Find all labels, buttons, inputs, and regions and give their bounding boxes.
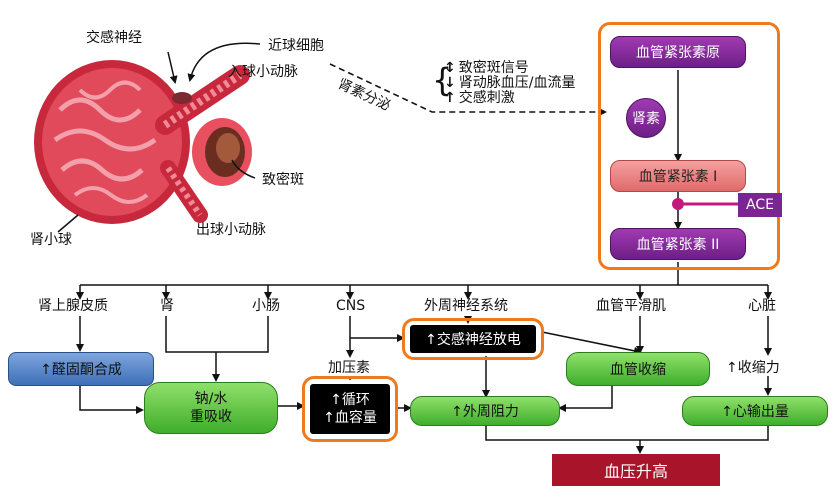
angiotensin2-box: 血管紧张素 II (610, 228, 746, 260)
label-efferent-arteriole: 出球小动脉 (196, 222, 266, 238)
target-vascular-smooth-muscle: 血管平滑肌 (596, 298, 666, 314)
stimulus-macula-densa: ↕致密斑信号 (444, 60, 529, 76)
angiotensinogen-box: 血管紧张素原 (610, 36, 746, 68)
target-cns: CNS (336, 298, 366, 314)
stimuli-brace: { (432, 61, 453, 99)
circulation-frame (302, 376, 398, 442)
cardiac-output-box: ↑心输出量 (682, 396, 828, 426)
target-peripheral-ns: 外周神经系统 (424, 298, 508, 314)
target-heart: 心脏 (748, 298, 776, 314)
angiotensin1-box: 血管紧张素 I (610, 160, 746, 192)
sodium-water-box: 钠/水 重吸收 (144, 382, 278, 434)
circulation-box: ↑循环 ↑血容量 (310, 384, 390, 434)
contractility-label: ↑收缩力 (726, 360, 780, 376)
label-macula-densa: 致密斑 (262, 172, 304, 188)
label-jg-cells: 近球细胞 (268, 38, 324, 54)
down-arrow-icon: ↓ (444, 75, 456, 91)
label-afferent-arteriole: 入球小动脉 (228, 64, 298, 80)
vasoconstriction-box: 血管收缩 (566, 352, 710, 386)
target-kidney: 肾 (160, 298, 174, 314)
target-adrenal-cortex: 肾上腺皮质 (38, 298, 108, 314)
bp-rise-box: 血压升高 (552, 454, 720, 486)
stimulus-renal-pressure: ↓肾动脉血压/血流量 (444, 75, 576, 91)
aldosterone-box: ↑醛固酮合成 (8, 352, 154, 386)
renin-circle: 肾素 (626, 98, 666, 138)
sympathetic-frame (402, 318, 544, 360)
up-arrow-icon: ↑ (444, 90, 456, 106)
sympathetic-discharge-box: ↑交感神经放电 (410, 325, 536, 353)
raas-frame (598, 22, 780, 270)
ace-box: ACE (738, 193, 782, 217)
label-sympathetic-nerve: 交感神经 (86, 30, 142, 46)
label-glomerulus: 肾小球 (30, 232, 72, 248)
peripheral-resistance-box: ↑外周阻力 (410, 396, 560, 426)
glomerulus-illustration (34, 60, 252, 224)
vasopressin-label: 加压素 (328, 360, 370, 376)
target-intestine: 小肠 (252, 298, 280, 314)
stimulus-sympathetic: ↑交感刺激 (444, 90, 515, 106)
updown-arrow-icon: ↕ (444, 60, 456, 76)
